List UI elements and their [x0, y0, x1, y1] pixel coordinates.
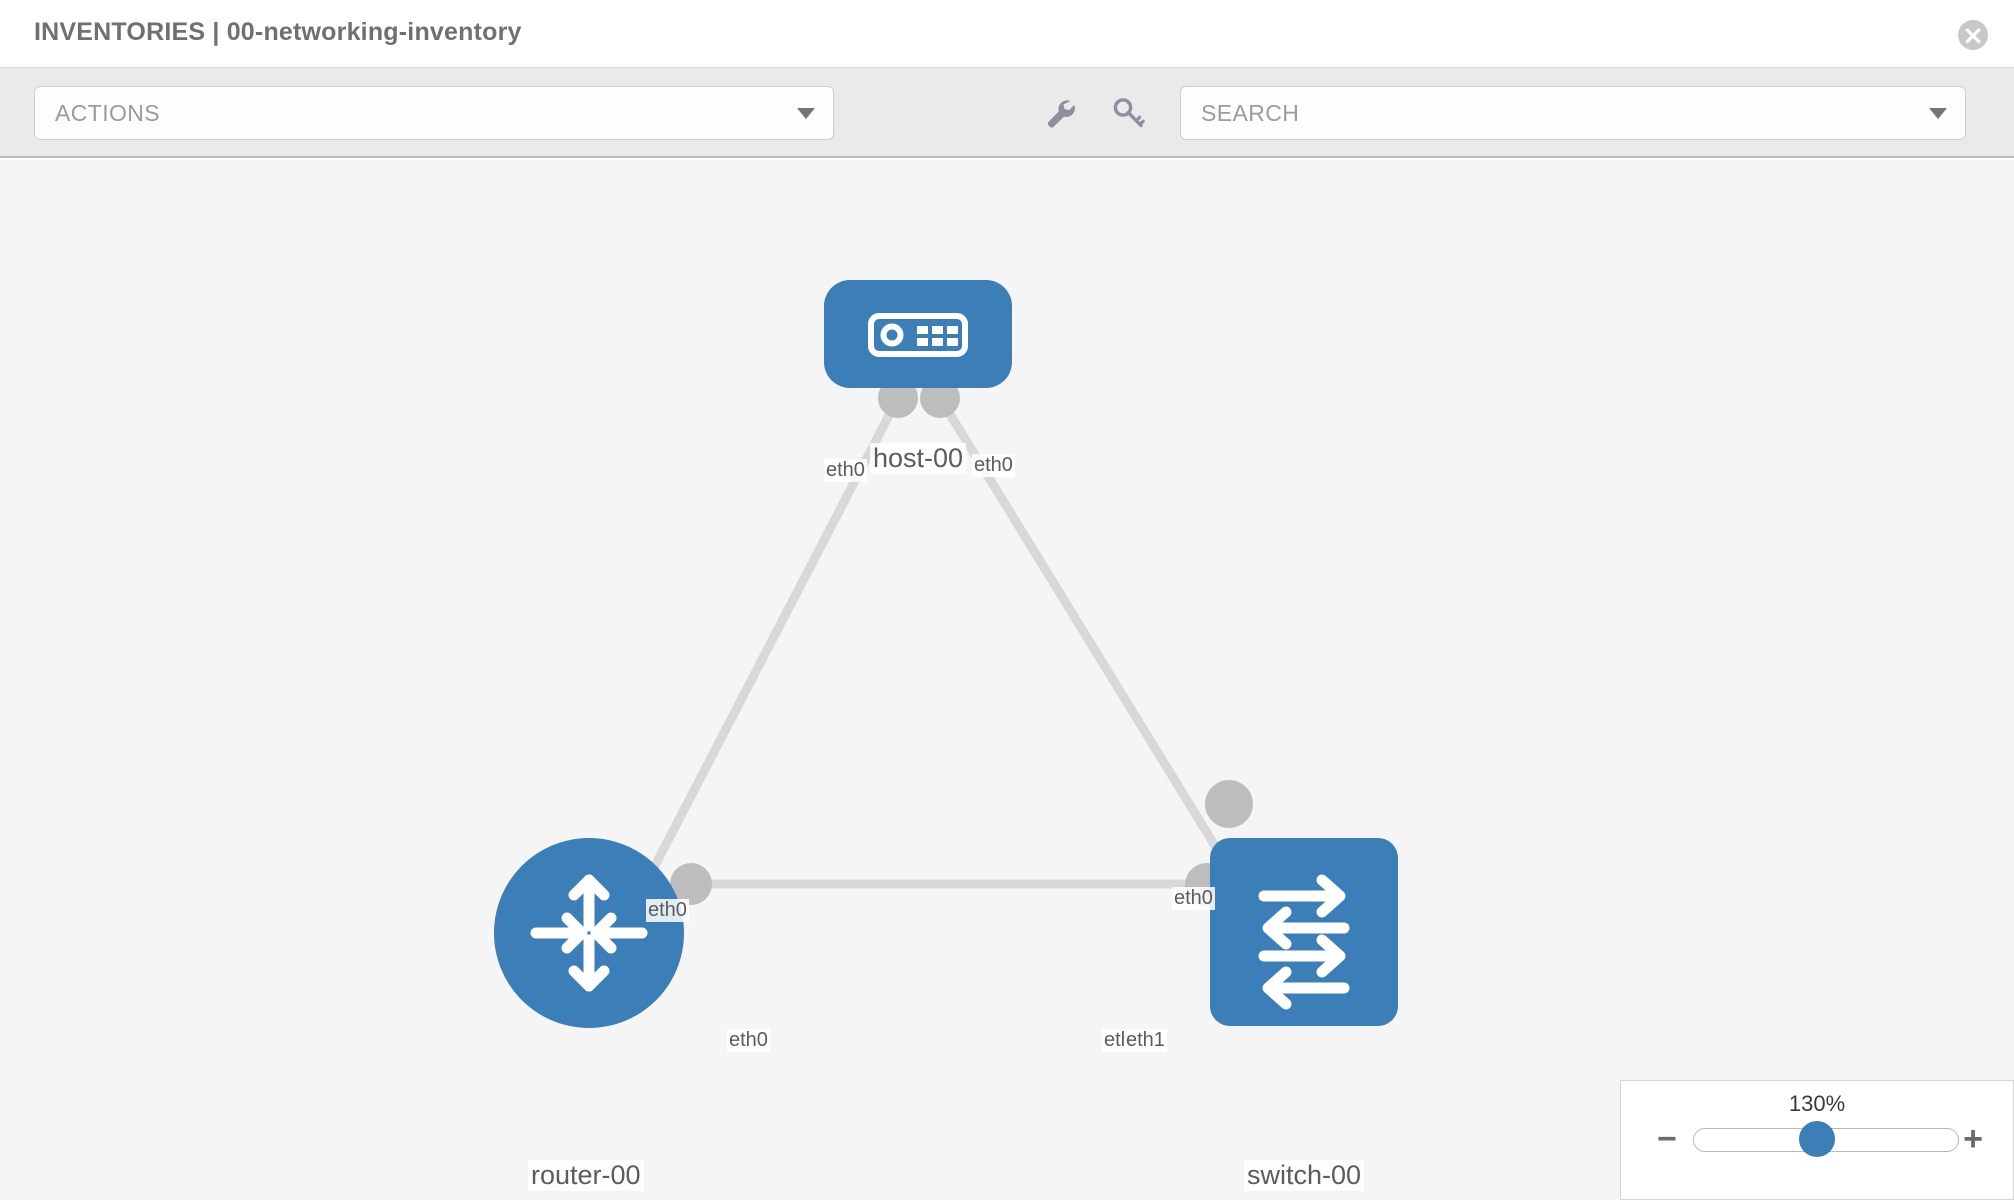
- zoom-out-button[interactable]: −: [1657, 1120, 1677, 1158]
- topology-links: [631, 395, 1240, 907]
- close-icon[interactable]: [1958, 20, 1988, 50]
- toolbar: ACTIONS SEARCH: [0, 68, 2014, 158]
- link-host00-router00: [631, 395, 902, 907]
- edge-label-router00-up: eth0: [646, 899, 689, 922]
- node-switch-00-shape[interactable]: [1210, 838, 1398, 1026]
- actions-dropdown-label: ACTIONS: [55, 100, 161, 126]
- switch-arrows-icon: [1258, 874, 1350, 1010]
- edge-label-switch00-left-b: eth1: [1124, 1029, 1167, 1052]
- search-placeholder: SEARCH: [1201, 100, 1300, 126]
- edge-label-host00-left: eth0: [824, 459, 867, 482]
- chevron-down-icon: [797, 108, 815, 119]
- node-router-00-shape[interactable]: [494, 838, 684, 1028]
- zoom-slider-thumb[interactable]: [1799, 1121, 1835, 1157]
- node-host-00-label: host-00: [870, 443, 967, 474]
- router-arrows-icon: [530, 874, 648, 992]
- edge-label-host00-right: eth0: [972, 454, 1015, 477]
- chevron-down-icon[interactable]: [1929, 108, 1947, 119]
- page-header: INVENTORIES | 00-networking-inventory: [0, 0, 2014, 68]
- edge-label-switch00-up: eth0: [1172, 887, 1215, 910]
- page-title: INVENTORIES | 00-networking-inventory: [34, 18, 522, 46]
- server-icon: [868, 313, 968, 357]
- node-switch-00[interactable]: [1210, 838, 1398, 1026]
- topology-canvas[interactable]: host-00: [0, 160, 2014, 1200]
- actions-dropdown[interactable]: ACTIONS: [34, 86, 834, 140]
- nub-switch00-top: [1205, 780, 1253, 828]
- zoom-in-button[interactable]: +: [1963, 1120, 1983, 1158]
- node-router-00-label: router-00: [528, 1160, 644, 1191]
- zoom-control: 130% − +: [1620, 1080, 2014, 1200]
- wrench-icon[interactable]: [1042, 95, 1078, 131]
- node-host-00[interactable]: [824, 280, 1012, 388]
- link-host00-switch00: [936, 395, 1240, 883]
- key-icon[interactable]: [1110, 95, 1146, 131]
- edge-label-router00-right: eth0: [727, 1029, 770, 1052]
- node-host-00-shape[interactable]: [824, 280, 1012, 388]
- search-input[interactable]: SEARCH: [1180, 86, 1966, 140]
- node-router-00[interactable]: [494, 838, 684, 1028]
- zoom-level-value: 130%: [1788, 1091, 1846, 1116]
- node-switch-00-label: switch-00: [1244, 1160, 1365, 1191]
